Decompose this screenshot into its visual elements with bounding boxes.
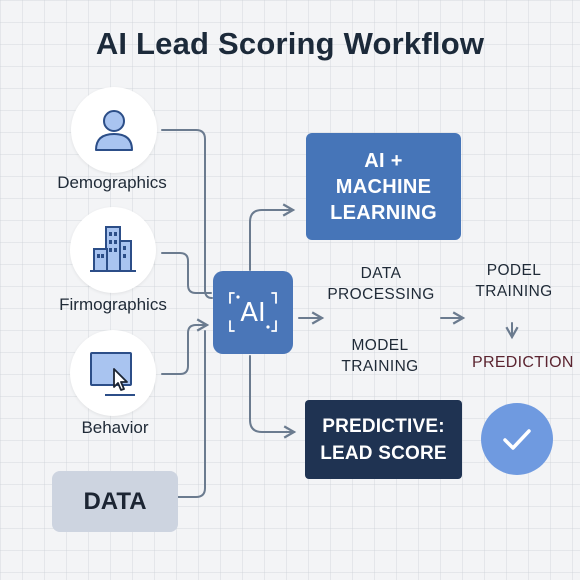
page-title: AI Lead Scoring Workflow [95,26,485,61]
ml-box[interactable]: AI + MACHINE LEARNING [306,133,461,240]
ai-hub[interactable]: AI [213,271,293,354]
lead-score-line1: PREDICTIVE: [322,415,445,437]
podel-training-line1: PODEL [486,262,542,279]
data-processing-line2: PROCESSING [327,286,435,303]
ml-box-line2: MACHINE [335,175,432,198]
data-processing-step[interactable]: DATA PROCESSING [322,263,440,305]
connector-data [177,330,206,498]
connector-firmographics [161,252,212,294]
firmographics-node[interactable] [70,207,156,293]
data-box[interactable]: DATA [52,471,178,532]
behavior-label: Behavior [81,418,149,437]
firmographics-label: Firmographics [59,295,167,314]
lead-score-line2: LEAD SCORE [320,442,447,464]
demographics-node[interactable] [71,87,157,173]
model-training-line1: MODEL [351,337,409,354]
model-training-line2: TRAINING [341,358,419,375]
connector-hub-ml [249,203,296,271]
podel-training-line2: TRAINING [475,283,553,300]
ai-hub-label: AI [240,297,266,328]
prediction-step[interactable]: PREDICTION [472,354,574,371]
model-training-step[interactable]: MODEL TRAINING [325,335,435,377]
checkmark-icon [503,429,531,450]
ml-box-line1: AI + [364,149,403,172]
lead-score-box[interactable]: PREDICTIVE: LEAD SCORE [305,400,462,479]
connector-behavior [161,318,210,375]
connector-demographics [161,129,213,299]
data-processing-line1: DATA [360,265,402,282]
demographics-label: Demographics [57,173,167,192]
buildings-icon [90,226,136,272]
ai-chip-icon [229,292,277,332]
monitor-cursor-icon [90,352,135,396]
connector-hub-score [249,355,297,439]
ml-box-line3: LEARNING [330,201,437,224]
behavior-node[interactable] [70,330,156,416]
result-check[interactable] [481,403,553,475]
person-icon [95,110,133,151]
podel-training-step[interactable]: PODEL TRAINING [465,260,563,302]
